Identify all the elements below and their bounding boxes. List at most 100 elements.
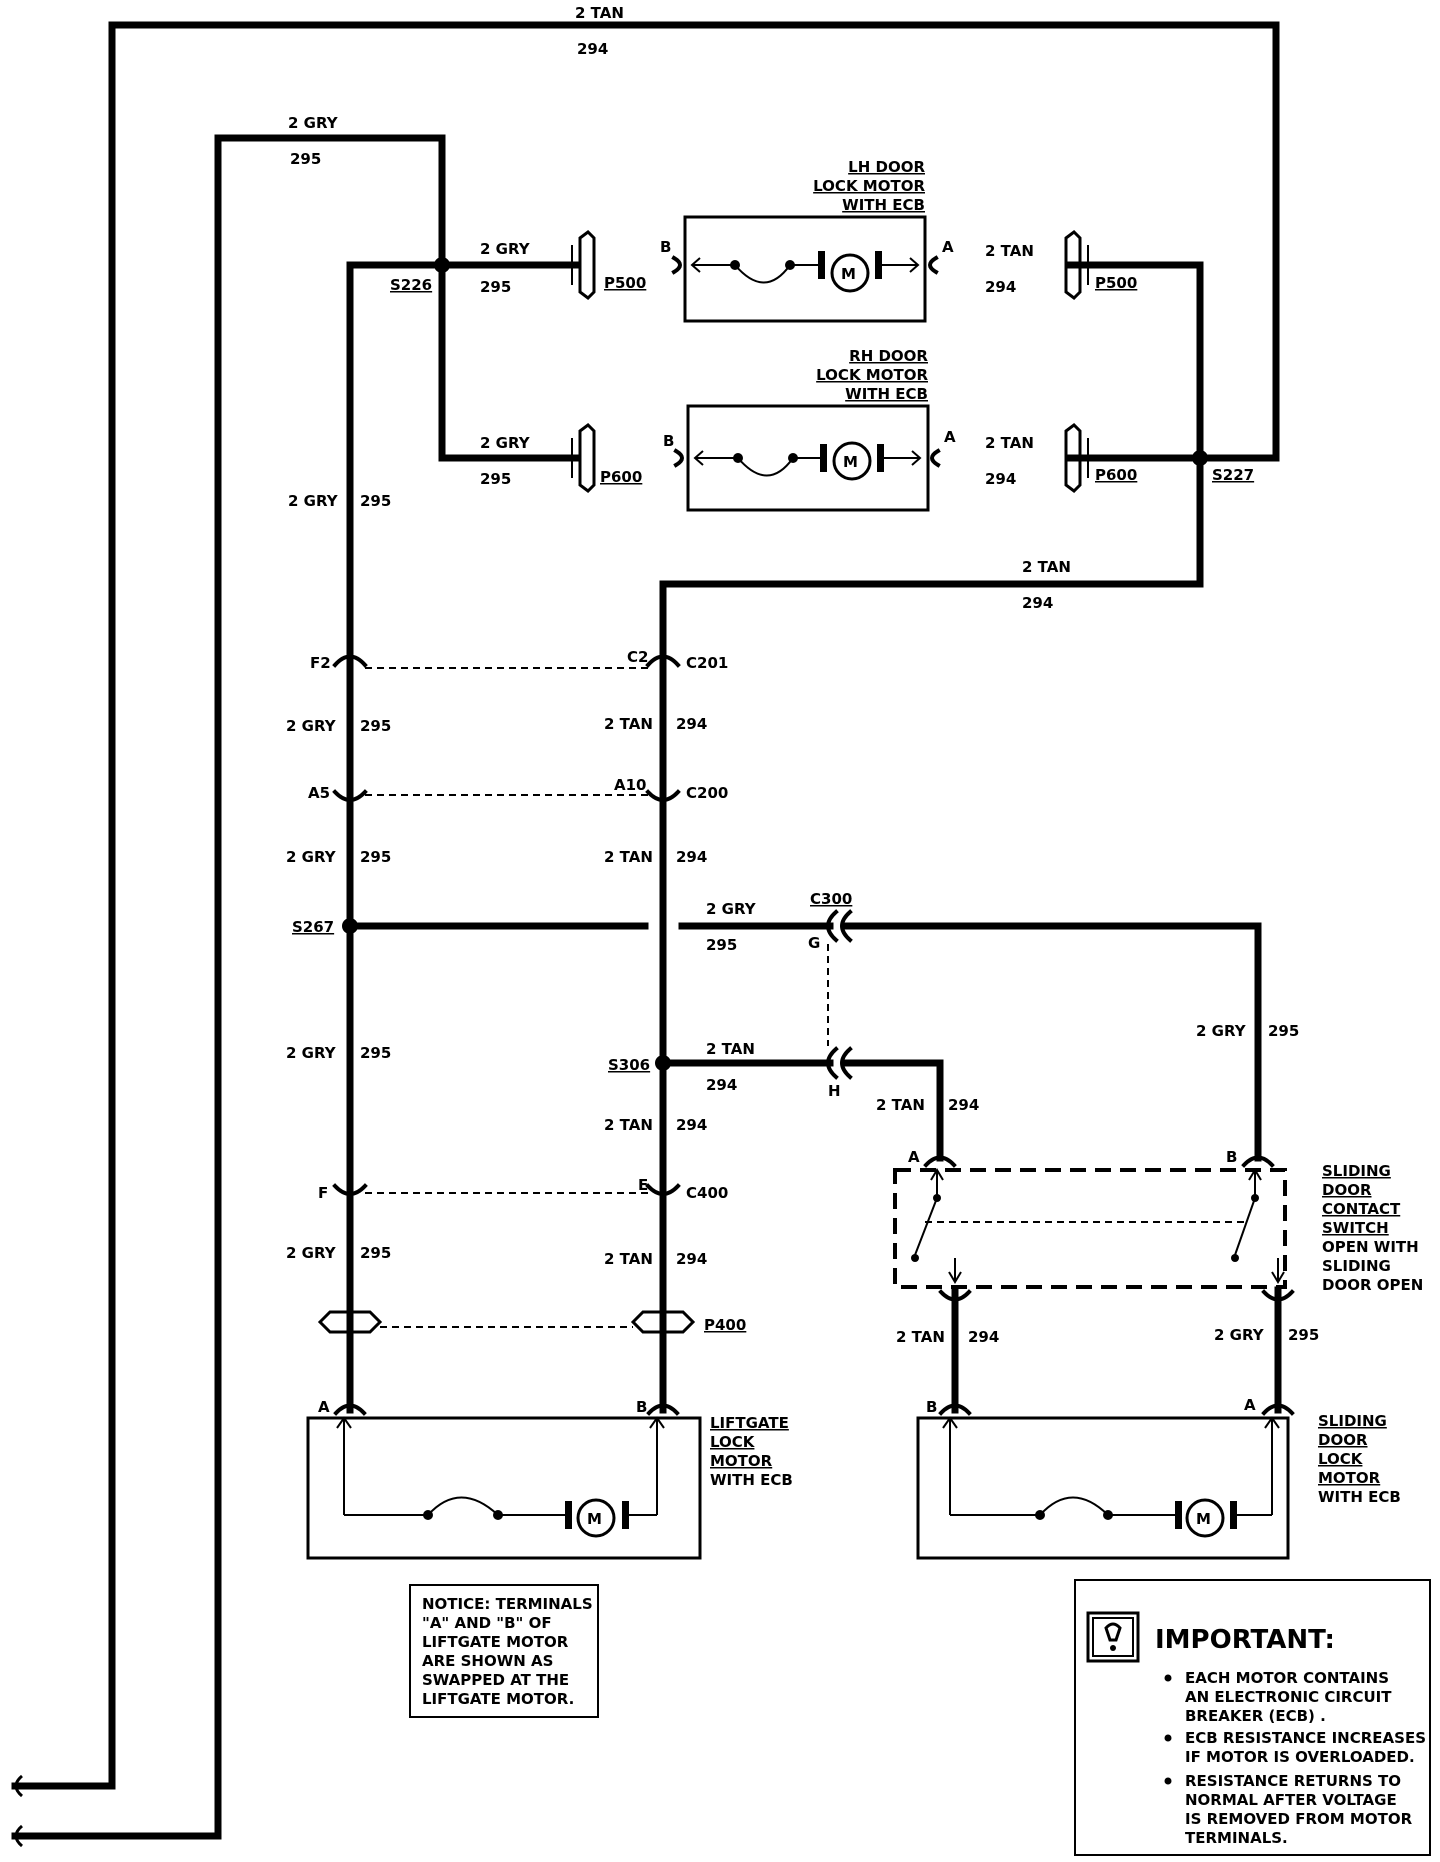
pin-label: A: [942, 238, 954, 256]
connector-label: P600: [1095, 466, 1137, 484]
svg-text:DOOR OPEN: DOOR OPEN: [1322, 1276, 1423, 1294]
svg-text:TERMINALS.: TERMINALS.: [1185, 1829, 1288, 1847]
pin-label: A10: [614, 776, 646, 794]
connector-p500-lh-left: [571, 230, 596, 300]
offpage-arrow: [14, 1774, 24, 1798]
wire-circuit: 295: [360, 848, 391, 866]
splice-label: S267: [292, 918, 334, 936]
wire-circuit: 295: [360, 717, 391, 735]
wire-circuit: 294: [676, 848, 707, 866]
svg-text:SLIDING: SLIDING: [1318, 1412, 1387, 1430]
connector-label: P400: [704, 1316, 746, 1334]
pin-label: A5: [308, 784, 330, 802]
wire-294-center-column: [659, 454, 1204, 1414]
svg-text:BREAKER (ECB) .: BREAKER (ECB) .: [1185, 1707, 1326, 1725]
svg-text:RESISTANCE RETURNS TO: RESISTANCE RETURNS TO: [1185, 1772, 1401, 1790]
connector-label: P600: [600, 468, 642, 486]
motor-symbol: M: [841, 265, 856, 283]
lh-motor-label: LH DOOR LOCK MOTOR WITH ECB: [813, 158, 925, 214]
svg-text:SLIDING: SLIDING: [1322, 1257, 1391, 1275]
important-box: IMPORTANT: EACH MOTOR CONTAINS AN ELECTR…: [1074, 1579, 1431, 1856]
svg-text:WITH ECB: WITH ECB: [842, 196, 925, 214]
wire-label: 2 GRY: [1196, 1022, 1247, 1040]
wire-circuit: 294: [968, 1328, 999, 1346]
svg-text:"A" AND "B" OF: "A" AND "B" OF: [422, 1614, 552, 1632]
motor-symbol: M: [1196, 1510, 1211, 1528]
svg-text:LOCK MOTOR: LOCK MOTOR: [813, 177, 925, 195]
pin-label: A: [1244, 1396, 1256, 1414]
pin-label: B: [1226, 1148, 1237, 1166]
pin-label: B: [663, 432, 674, 450]
sliding-motor-label: SLIDING DOOR LOCK MOTOR WITH ECB: [1318, 1412, 1401, 1506]
wire-295-rh-branch: [438, 261, 582, 462]
pin-label: C2: [627, 648, 648, 666]
wire-label: 2 TAN: [1022, 558, 1071, 576]
wire-circuit: 294: [1022, 594, 1053, 612]
wire-label: 2 TAN: [706, 1040, 755, 1058]
svg-text:DOOR: DOOR: [1322, 1181, 1372, 1199]
wire-circuit: 295: [290, 150, 321, 168]
contact-switch-label: SLIDING DOOR CONTACT SWITCH OPEN WITH SL…: [1322, 1162, 1423, 1294]
svg-text:LOCK: LOCK: [1318, 1450, 1364, 1468]
liftgate-motor-label: LIFTGATE LOCK MOTOR WITH ECB: [710, 1414, 793, 1489]
svg-text:WITH ECB: WITH ECB: [845, 385, 928, 403]
pin-label: B: [636, 1398, 647, 1416]
sliding-door-contact-switch: [893, 1155, 1295, 1302]
svg-text:EACH MOTOR CONTAINS: EACH MOTOR CONTAINS: [1185, 1669, 1389, 1687]
wire-label: 2 TAN: [985, 434, 1034, 452]
wire-label: 2 GRY: [286, 1244, 337, 1262]
splice-label: S227: [1212, 466, 1254, 484]
liftgate-lock-motor: [306, 1328, 702, 1560]
wire-switch-to-sliding-motor: [951, 1286, 1282, 1414]
wire-294-s306-to-switch: [659, 1059, 944, 1162]
connector-label: C400: [686, 1184, 728, 1202]
wire-label: 2 TAN: [876, 1096, 925, 1114]
pin-label: G: [808, 934, 820, 952]
wire-circuit: 294: [985, 278, 1016, 296]
svg-text:LIFTGATE MOTOR: LIFTGATE MOTOR: [422, 1633, 569, 1651]
connector-label: P500: [1095, 274, 1137, 292]
splice-s226: [434, 257, 450, 273]
pin-label: A: [318, 1398, 330, 1416]
wire-circuit: 295: [1288, 1326, 1319, 1344]
rh-motor-label: RH DOOR LOCK MOTOR WITH ECB: [816, 347, 928, 403]
svg-text:ECB RESISTANCE INCREASES: ECB RESISTANCE INCREASES: [1185, 1729, 1426, 1747]
wire-label: 2 GRY: [1214, 1326, 1265, 1344]
svg-text:OPEN WITH: OPEN WITH: [1322, 1238, 1419, 1256]
connector-c300: [826, 909, 853, 1080]
wire-circuit: 295: [706, 936, 737, 954]
wire-circuit: 294: [948, 1096, 979, 1114]
rh-door-lock-motor: [673, 404, 941, 512]
wire-label: 2 TAN: [896, 1328, 945, 1346]
pin-label: E: [638, 1176, 648, 1194]
connector-p500-lh-right: [1064, 230, 1089, 300]
wire-circuit: 295: [360, 1244, 391, 1262]
svg-text:NOTICE: TERMINALS: NOTICE: TERMINALS: [422, 1595, 593, 1613]
connector-label: C200: [686, 784, 728, 802]
wire-label: 2 GRY: [286, 717, 337, 735]
svg-text:LIFTGATE MOTOR.: LIFTGATE MOTOR.: [422, 1690, 574, 1708]
wire-label: 2 TAN: [604, 715, 653, 733]
connector-c201: [332, 654, 681, 669]
wire-295-s267-to-c300: [346, 922, 1262, 1162]
wire-circuit: 295: [1268, 1022, 1299, 1040]
connector-c400: [332, 1183, 681, 1196]
svg-text:MOTOR: MOTOR: [710, 1452, 773, 1470]
wire-circuit: 294: [676, 715, 707, 733]
svg-text:DOOR: DOOR: [1318, 1431, 1368, 1449]
svg-text:MOTOR: MOTOR: [1318, 1469, 1381, 1487]
connector-label: C300: [810, 890, 852, 908]
wire-label: 2 GRY: [288, 114, 339, 132]
wire-294-lh-branch: [1066, 261, 1204, 462]
svg-text:WITH ECB: WITH ECB: [710, 1471, 793, 1489]
wire-294-outer-loop: [11, 21, 1280, 1790]
wire-circuit: 294: [676, 1250, 707, 1268]
motor-symbol: M: [843, 453, 858, 471]
wire-label: 2 GRY: [286, 1044, 337, 1062]
svg-text:LIFTGATE: LIFTGATE: [710, 1414, 789, 1432]
wire-label: 2 GRY: [706, 900, 757, 918]
motor-symbol: M: [587, 1510, 602, 1528]
connector-label: C201: [686, 654, 728, 672]
svg-text:SWITCH: SWITCH: [1322, 1219, 1389, 1237]
